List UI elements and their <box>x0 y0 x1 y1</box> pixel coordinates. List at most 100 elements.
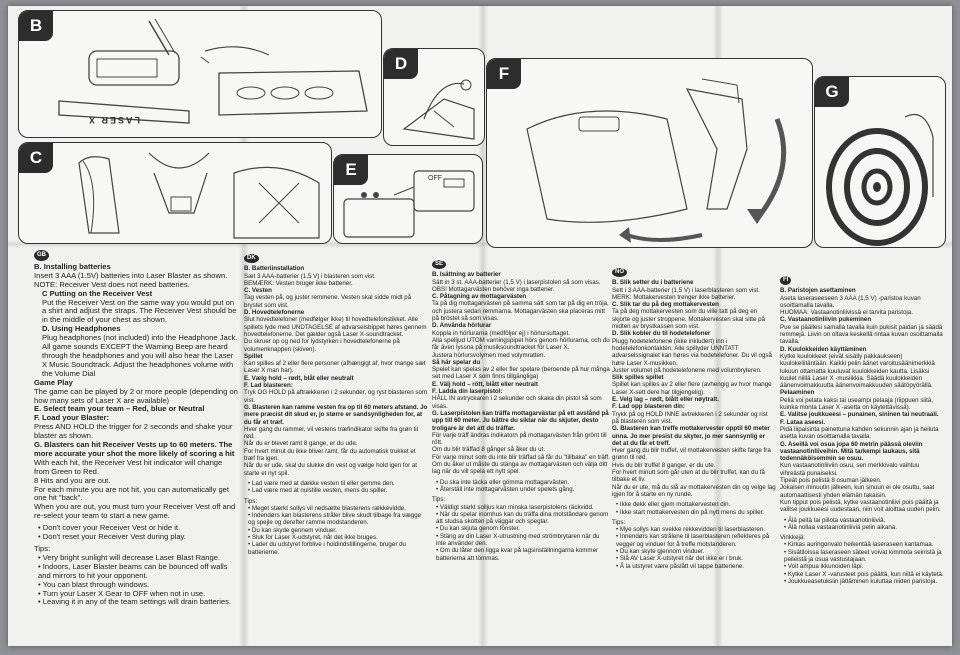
bullet-item: • Älä peitä tai piilota vastaanotinliivi… <box>784 516 886 524</box>
section-heading: Slik spilles spillet <box>612 374 664 382</box>
section-heading: F. Lad blasteren: <box>244 382 293 390</box>
panel-b: B LASER X <box>18 10 382 138</box>
paragraph: HÅLL IN avtryckaren i 2 sekunder och ska… <box>432 395 602 410</box>
bullet-item: • Don't reset your Receiver Vest during … <box>38 532 186 542</box>
bullet-item: • Du kan skyde gennem vinduer. <box>248 526 337 534</box>
language-badge: SE <box>432 260 447 270</box>
bullet-item: • Du kan skyte gjennom vinduer. <box>616 547 705 555</box>
paragraph: Plugg hodetelefonene (ikke inkludert) in… <box>612 337 772 367</box>
paragraph: Press AND HOLD the trigger for 2 seconds… <box>34 422 233 441</box>
device-brand-text: LASER X <box>87 115 141 125</box>
language-badge: NO <box>612 268 627 278</box>
section-heading: E. Välj hold – rött, blått eller neutral… <box>432 380 538 388</box>
bullet-item: • Väldigt starkt solljus kan minska lase… <box>436 503 594 511</box>
section-heading: Pelaaminen <box>780 389 815 397</box>
section-heading: G. Blasteren kan treffe mottakervester o… <box>612 425 770 447</box>
bullet-item: • Lader du udstyret forblive i holdindst… <box>248 541 406 556</box>
paragraph: Ta på dig mottagarvästen på samma sätt s… <box>432 300 609 323</box>
bullet-item: • Älä nollaa vastaanotinliiviä pelin aik… <box>784 523 897 531</box>
bullet-item: • Voit ampua ikkunoiden läpi. <box>784 563 864 571</box>
paragraph: Tag vesten på, og juster remmene. Vesten… <box>244 294 412 309</box>
paragraph: Put the Receiver Vest on the same way yo… <box>42 297 237 325</box>
paragraph: OBS! Mottagarvästen behöver inga batteri… <box>432 285 555 293</box>
section-heading: G. Aseillä voi osua jopa 60 metrin pääss… <box>780 440 923 463</box>
paragraph: Slut hovedtelefoner (medfølger ikke) til… <box>244 316 427 338</box>
paragraph: Kun tipput pois pelistä, kytke vastaanot… <box>780 498 941 514</box>
section-heading: G. Blasteren kan ramme vesten fra op til… <box>244 403 428 426</box>
bullet-item: • Stäng av din Laser X-utrustning med st… <box>436 532 600 547</box>
section-heading: B. Slik setter du i batteriene <box>612 279 694 287</box>
paragraph: Om du blir träffad 8 gånger så åker du u… <box>432 446 546 454</box>
paragraph: Tips: <box>612 518 626 526</box>
load-blaster-illustration <box>526 78 787 243</box>
bullet-item: • Don't cover your Receiver Vest or hide… <box>38 523 181 533</box>
paragraph: HUOMAA: Vastaanotinliivissä ei tarvita p… <box>780 309 913 317</box>
panel-label: B <box>19 11 53 41</box>
section-heading: B. Isättning av batterier <box>432 271 501 279</box>
panel-label: G <box>815 77 849 107</box>
paragraph: Aseta laseraseeseen 3 AAA (1,5 V) -paris… <box>780 294 921 309</box>
paragraph: Kytke kuulokkeet (eivät sisälly pakkauks… <box>780 352 935 390</box>
paragraph: For hvert minutt som går uten at du blir… <box>612 469 765 484</box>
paper-fold <box>713 6 723 646</box>
paragraph: The game can be played by 2 or more peop… <box>34 386 238 405</box>
bullet-item: • Leaving it in any of the team settings… <box>38 597 232 607</box>
bullet-item: • Ikke dekk eller gjem mottakervesten di… <box>616 501 731 509</box>
battery-install-illustration <box>58 18 368 124</box>
off-switch-label: OFF <box>428 175 442 182</box>
paragraph: 8 Hits and you are out. <box>34 475 111 485</box>
paragraph: For each minute you are not hit, you can… <box>34 484 230 503</box>
section-heading: D. Använda hörlurar <box>432 322 492 330</box>
section-heading: B. Batteriinstallation <box>244 265 305 273</box>
bullet-item: • Återställ inte mottagarvästen under sp… <box>436 485 575 493</box>
paragraph: Kun vastaanotinliiviin osuu, sen merkkiv… <box>780 462 920 477</box>
section-heading: C. Påtagning av mottagarvästen <box>432 293 527 301</box>
section-heading: C. Slik tar du på deg mottakervesten <box>612 301 719 309</box>
section-heading: Spillet <box>244 352 263 360</box>
bullet-item: • Sisätiloissa laseraseen säteet voivat … <box>784 548 942 563</box>
bullet-item: • När du spelar inomhus kan du träffa di… <box>436 510 609 526</box>
paragraph: Alla spelljud UTOM varningspipet hörs ge… <box>432 336 610 352</box>
paragraph: Spelet kan spelas av 2 eller fler spelar… <box>432 366 610 381</box>
section-heading: Så här spelar du <box>432 358 481 366</box>
paragraph: Hver gang du blir truffet, vil mottakerv… <box>612 447 771 462</box>
paragraph: Hvis du blir truffet 8 ganger, er du ute… <box>612 461 716 469</box>
section-heading: F. Lataa aseesi. <box>780 418 826 426</box>
paragraph: Ta på deg mottakervesten som du ville ta… <box>612 308 766 331</box>
bullet-item: • Very bright sunlight will decrease Las… <box>38 552 221 562</box>
language-badge: DK <box>244 254 259 264</box>
panel-f: F <box>486 58 813 248</box>
paragraph: För varje träff ändras indikatorn på mot… <box>432 431 607 447</box>
bullet-item: • Joukkueasetuksiin jättäminen kuluttaa … <box>784 577 938 585</box>
panel-d: D <box>383 48 485 146</box>
section-heading: B. Installing batteries <box>34 261 111 271</box>
language-badge: FI <box>780 276 792 286</box>
paragraph: Pidä liipaisinta painettuna kahden sekun… <box>780 425 939 441</box>
panel-e: E OFF <box>333 154 483 244</box>
paragraph: Om du åker ut måste du stänga av mottaga… <box>432 461 608 476</box>
paragraph: Tips: <box>432 496 446 504</box>
paper-fold <box>478 6 488 646</box>
bullet-item: • Å la utstyret være påslått vil tappe b… <box>616 562 745 570</box>
panel-label: E <box>334 155 368 185</box>
bullet-item: • Du kan skjuta genom fönster. <box>436 525 521 533</box>
bullet-item: • You can blast through windows. <box>38 579 150 589</box>
bullet-item: • Om du låter den ligga kvar på lagsinst… <box>436 547 599 562</box>
section-heading: D. Hovedtelefonerne <box>244 309 305 317</box>
section-heading: F. Ladda din laserpistol: <box>432 388 503 396</box>
section-heading: E. Valitse joukkueesi – punainen, sinine… <box>780 411 939 419</box>
bullet-item: • Innendørs kan strålene til laserblaste… <box>616 533 770 548</box>
paragraph: Hver gang du rammer, vil vestens træfind… <box>244 425 418 441</box>
paper-fold <box>8 240 952 248</box>
paragraph: With each hit, the Receiver Vest hit ind… <box>34 457 223 476</box>
section-heading: E. Select team your team – Red, blue or … <box>34 404 205 414</box>
paragraph: Sätt in 3 st. AAA-batterier (1,5 V) i la… <box>432 278 601 286</box>
headphones-illustration <box>402 79 475 140</box>
target-illustration <box>826 113 934 246</box>
paragraph: Spillet kan spilles av 2 eller flere (av… <box>612 381 772 396</box>
paragraph: Tips: <box>244 497 258 505</box>
